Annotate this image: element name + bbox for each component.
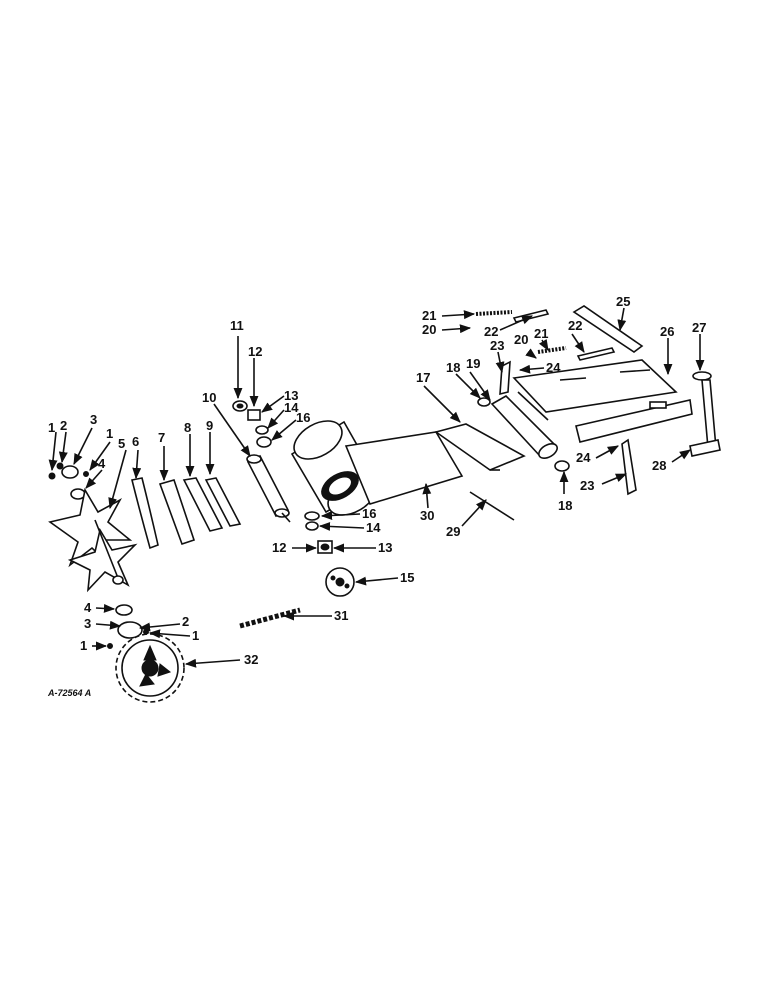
strip-9: [204, 477, 242, 527]
callout-label: 19: [466, 356, 480, 371]
callout-label: 2: [60, 418, 67, 433]
star-wheel-part: [48, 487, 138, 593]
callout-label: 14: [284, 400, 299, 415]
bolt-nut-cluster-left: [48, 462, 89, 500]
callout-label: 15: [400, 570, 414, 585]
callout-label: 8: [184, 420, 191, 435]
drawing-reference-code: A-72564 A: [47, 688, 91, 698]
callout-label: 1: [48, 420, 55, 435]
bracket-23b: [621, 438, 637, 496]
strip-7: [158, 479, 196, 546]
bearing-set-upper: [232, 400, 272, 448]
adjuster-arm: [689, 371, 721, 457]
callout-label: 4: [98, 456, 106, 471]
hub-parts-lower: [107, 604, 149, 649]
callout-label: 6: [132, 434, 139, 449]
callout-label: 13: [378, 540, 392, 555]
bearing-set-lower: [304, 511, 333, 554]
callout-label: 13: [284, 388, 298, 403]
callout-label: 20: [422, 322, 436, 337]
guide-line: [469, 491, 515, 521]
callout-label: 21: [422, 308, 436, 323]
callout-label: 10: [202, 390, 216, 405]
callout-label: 25: [616, 294, 630, 309]
rod-22b: [576, 347, 616, 361]
callout-label: 18: [558, 498, 572, 513]
callout-label: 22: [484, 324, 498, 339]
callout-label: 30: [420, 508, 434, 523]
callout-label: 23: [580, 478, 594, 493]
callout-label: 14: [366, 520, 381, 535]
rod-25: [572, 305, 644, 353]
callout-label: 17: [416, 370, 430, 385]
callout-label: 29: [446, 524, 460, 539]
spring-21a: [475, 310, 513, 316]
callout-label: 7: [158, 430, 165, 445]
callout-label: 20: [514, 332, 528, 347]
callout-label: 18: [446, 360, 460, 375]
callout-label: 1: [106, 426, 113, 441]
callout-label: 28: [652, 458, 666, 473]
callout-label: 12: [248, 344, 262, 359]
conveyor-belt: [344, 431, 464, 505]
callout-label: 24: [546, 360, 561, 375]
drive-chain: [239, 607, 301, 629]
idler-roller: [477, 395, 570, 472]
curved-strip-6: [131, 477, 159, 550]
callout-label: 3: [90, 412, 97, 427]
callout-label: 2: [182, 614, 189, 629]
callout-label: 9: [206, 418, 213, 433]
callout-label: 32: [244, 652, 258, 667]
callout-label: 23: [490, 338, 504, 353]
callout-label: 31: [334, 608, 348, 623]
callout-label: 26: [660, 324, 674, 339]
callout-label: 3: [84, 616, 91, 631]
callout-label: 21: [534, 326, 548, 341]
spring-21b: [537, 346, 567, 354]
callout-label: 27: [692, 320, 706, 335]
roller-shaft-10: [246, 454, 291, 523]
large-sprocket: [115, 633, 185, 703]
callout-label: 22: [568, 318, 582, 333]
callout-label: 24: [576, 450, 591, 465]
callout-label: 16: [362, 506, 376, 521]
callout-label: 16: [296, 410, 310, 425]
callout-label: 1: [192, 628, 199, 643]
callout-label: 5: [118, 436, 125, 451]
callout-label: 11: [230, 318, 244, 333]
callout-label: 12: [272, 540, 286, 555]
callout-label: 4: [84, 600, 92, 615]
callout-labels: 1 2 3 1 4 5 6 7 8 9 10 11 12 13 14 16 16…: [48, 294, 706, 667]
callout-label: 1: [80, 638, 87, 653]
strip-8: [182, 477, 224, 532]
small-sprocket: [325, 567, 355, 597]
deflector-plate: [434, 423, 526, 471]
roller-frame: [512, 359, 693, 443]
